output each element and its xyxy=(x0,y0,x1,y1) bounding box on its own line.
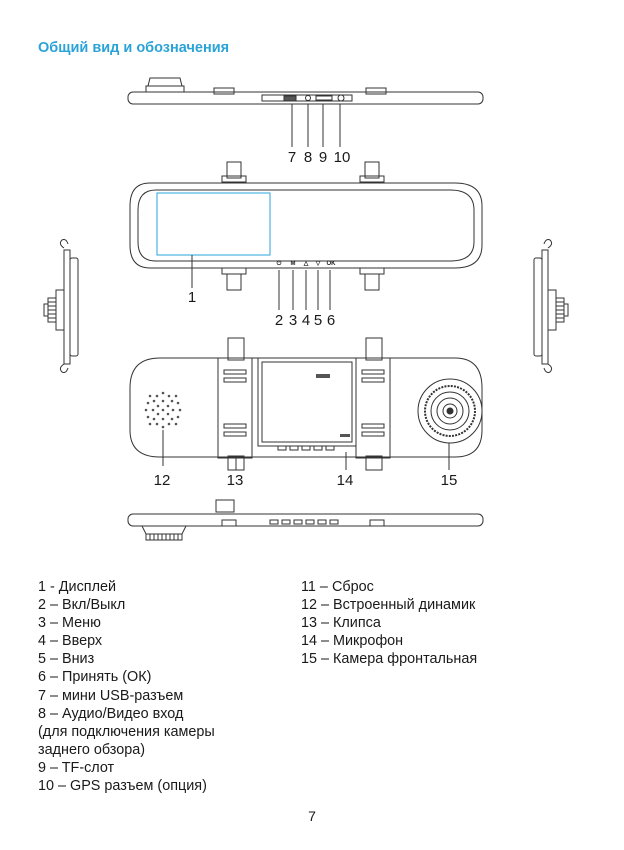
legend-item: 1 - Дисплей xyxy=(38,579,117,595)
legend-item: 9 – TF-слот xyxy=(38,759,115,776)
callout-5: 5 xyxy=(314,312,322,329)
legend-item: 13 – Клипса xyxy=(301,615,381,632)
legend-item: 10 – GPS разъем (опция) xyxy=(38,778,207,795)
legend-item: 12 – Встроенный динамик xyxy=(301,597,476,614)
top-view xyxy=(127,77,484,147)
legend-item: 7 – мини USB-разъем xyxy=(38,687,184,704)
left-side-view xyxy=(43,239,79,373)
callout-8: 8 xyxy=(304,149,312,166)
legend-item: 15 – Камера фронтальная xyxy=(301,651,478,668)
speaker-grille xyxy=(144,391,182,429)
legend-item: 3 – Меню xyxy=(38,615,101,632)
back-view xyxy=(129,337,483,471)
callout-14: 14 xyxy=(337,472,354,489)
page-number: 7 xyxy=(308,808,316,824)
callout-1: 1 xyxy=(188,289,196,306)
legend-item: 6 – Принять (ОК) xyxy=(38,669,152,686)
callout-3: 3 xyxy=(289,312,297,329)
front-view xyxy=(129,161,483,310)
callout-6: 6 xyxy=(327,312,335,329)
callout-15: 15 xyxy=(441,472,458,489)
up-arrow-icon: △ xyxy=(303,260,309,267)
callout-4: 4 xyxy=(302,312,310,329)
display-area xyxy=(156,192,271,256)
legend-item: 2 – Вкл/Выкл xyxy=(38,597,126,614)
callout-2: 2 xyxy=(275,312,283,329)
legend-item: 5 – Вниз xyxy=(38,651,95,668)
callout-9: 9 xyxy=(319,149,327,166)
menu-icon: M xyxy=(291,261,296,267)
legend-item: (для подключения камеры xyxy=(38,723,215,740)
legend-item: 4 – Вверх xyxy=(38,633,103,650)
power-icon: ⏻ xyxy=(277,260,282,267)
callout-7: 7 xyxy=(288,149,296,166)
ok-icon: OK xyxy=(327,261,337,267)
legend-item: 8 – Аудио/Видео вход xyxy=(38,705,184,722)
page-title: Общий вид и обозначения xyxy=(38,40,230,56)
callout-12: 12 xyxy=(154,472,171,489)
right-side-view xyxy=(533,239,569,373)
down-arrow-icon: ▽ xyxy=(315,261,321,267)
legend-item: заднего обзора) xyxy=(38,741,146,758)
legend-item: 14 – Микрофон xyxy=(301,633,404,650)
bottom-view xyxy=(127,499,484,541)
callout-10: 10 xyxy=(334,149,351,166)
front-camera-lens xyxy=(417,378,483,444)
legend-right: 11 – Сброс 12 – Встроенный динамик 13 – … xyxy=(301,578,477,668)
legend-left: 1 - Дисплей 2 – Вкл/Выкл 3 – Меню 4 – Вв… xyxy=(38,578,215,795)
legend-item: 11 – Сброс xyxy=(301,579,374,595)
callout-13: 13 xyxy=(227,472,244,489)
